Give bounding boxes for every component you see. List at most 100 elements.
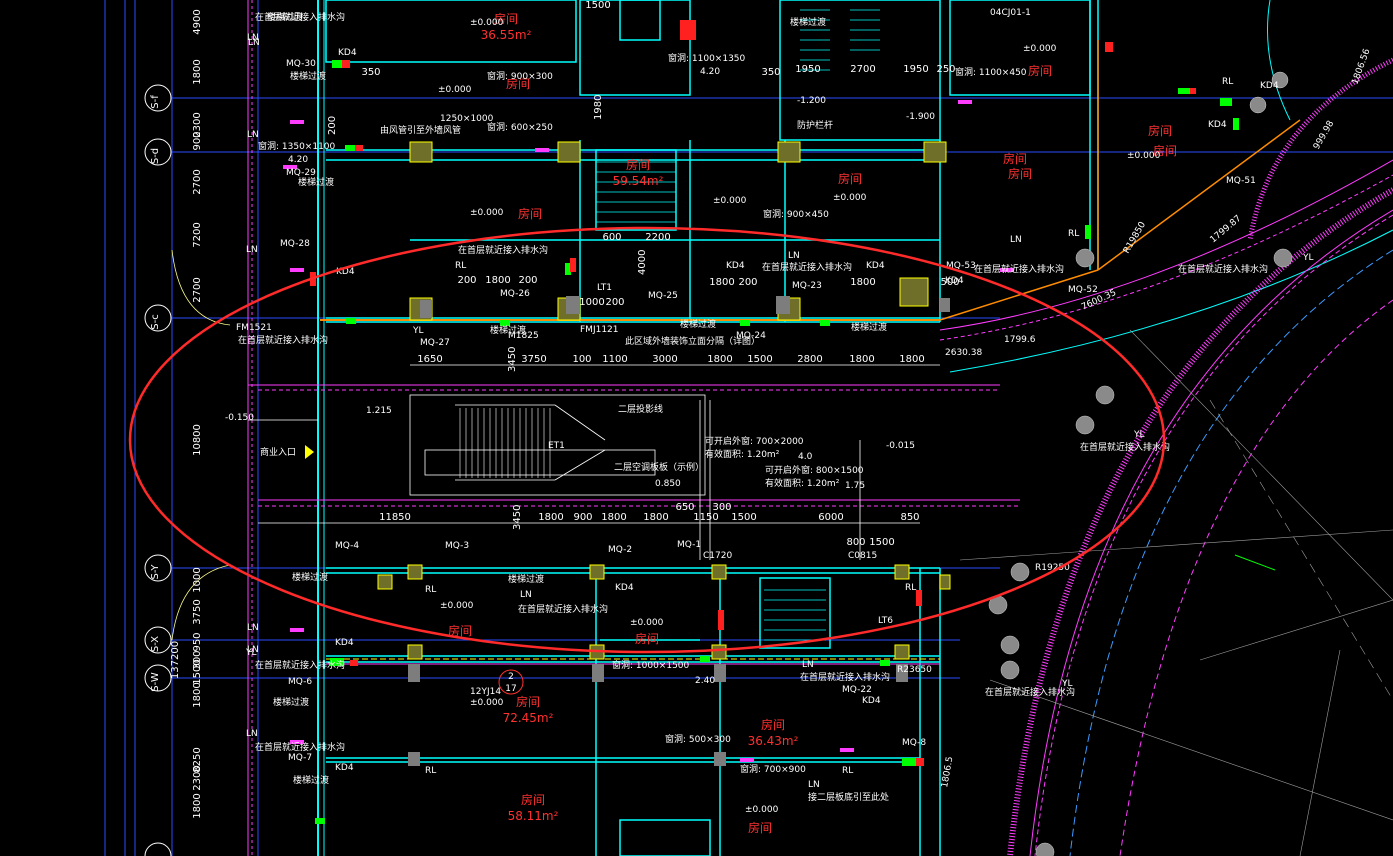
middle-dim: 11850 [379, 512, 411, 523]
note-escalator: ET1 [548, 441, 565, 451]
tag: YL [1061, 679, 1073, 689]
tag: LN [247, 130, 259, 140]
inner-dim: 1000 [579, 297, 604, 308]
note-transition: 楼梯过渡 [680, 318, 716, 330]
elevation: ±0.000 [470, 698, 504, 708]
room-area: 59.54m² [613, 174, 664, 188]
axis-bubbles [144, 84, 172, 856]
room-name: 房间 [521, 792, 545, 807]
note-level-2: 4.20 [288, 155, 308, 165]
inner-dim: 350 [761, 67, 780, 78]
tag: LN [247, 33, 259, 43]
note-transition: 楼梯过渡 [490, 324, 526, 336]
note-rain-pipe: 在首层就近接入排水沟 [985, 686, 1075, 698]
tag: LN [247, 645, 259, 655]
middle-dim: 850 [900, 512, 919, 523]
left-facade [247, 0, 1020, 856]
middle-dim: 1800 [538, 512, 563, 523]
tag: LN [247, 623, 259, 633]
vertical-dim: 2700 [192, 169, 203, 194]
vertical-dim: 3750 [192, 599, 203, 624]
note-note-mid: 此区域外墙装饰立面分隔（详图） [625, 335, 760, 347]
inner-dim: 1950 [903, 64, 928, 75]
room-name: 房间 [1003, 151, 1027, 166]
note-rain-pipe: 在首层就近接入排水沟 [255, 741, 345, 753]
note-rain-pipe: 在首层就近接入排水沟 [238, 334, 328, 346]
note-window-e: 窗洞: 1100×450 [955, 66, 1027, 78]
tag: KD4 [1260, 81, 1279, 91]
grid-labels: S-fS-dS-cS-YS-XS-W [150, 95, 161, 692]
inner-dim: 1800 [850, 277, 875, 288]
note-transition: 楼梯过渡 [851, 321, 887, 333]
note-hole-size: 1250×1000 [440, 114, 494, 124]
note-ref-code: 12YJ14 [470, 687, 501, 697]
grid-axis-label: S-Y [150, 564, 161, 580]
curtain-wall-tag: MQ-8 [902, 738, 926, 748]
tag: YL [1302, 253, 1314, 263]
elevation: ±0.000 [745, 805, 779, 815]
tag: LN [1010, 235, 1022, 245]
inner-dim: 250 [936, 64, 955, 75]
vertical-dim: 1500 [192, 659, 203, 684]
grid-axis-label: S-f [150, 95, 161, 109]
note-note-low: 接二层板底引至此处 [808, 791, 889, 803]
note-floor-level: 1.215 [366, 406, 392, 416]
grid-axis-label: S-d [150, 148, 161, 164]
grid-axis-label: S-X [150, 636, 161, 652]
magenta-ticks [283, 100, 1014, 762]
tag: KD4 [615, 583, 634, 593]
note-rain-pipe: 在首层就近接入排水沟 [762, 261, 852, 273]
escalator-hatch [459, 408, 551, 478]
elevation: -0.150 [225, 413, 254, 423]
curtain-wall-tag: MQ-4 [335, 541, 359, 551]
vertical-dim: 950 [192, 632, 203, 651]
inner-dim: 600 [602, 232, 621, 243]
elevation: -1.900 [906, 112, 935, 122]
upper-dim: 3000 [652, 354, 677, 365]
elevation: ±0.000 [470, 18, 504, 28]
markers-green [315, 60, 1239, 824]
upper-dim: 1500 [747, 354, 772, 365]
middle-dim: 1800 [601, 512, 626, 523]
tag: C1720 [703, 551, 732, 561]
curtain-wall-tag: MQ-23 [792, 281, 822, 291]
middle-dim: 1500 [731, 512, 756, 523]
room-name: 房间 [635, 631, 659, 646]
note-rain-pipe: 在首层就近接入排水沟 [1178, 263, 1268, 275]
room-name: 房间 [506, 76, 530, 91]
curtain-wall-tag: MQ-28 [280, 239, 310, 249]
curtain-wall-tag: MQ-24 [736, 331, 766, 341]
curtain-wall-tag: MQ-53 [946, 261, 976, 271]
note-rain-pipe: 在首层就近接入排水沟 [255, 659, 345, 671]
tag: RL [1222, 77, 1233, 87]
tag: LN [520, 590, 532, 600]
curtain-wall-tag: MQ-26 [500, 289, 530, 299]
inner-dim: 4000 [637, 250, 648, 275]
note-rain-pipe: 在首层就近接入排水沟 [974, 263, 1064, 275]
room-name: 房间 [748, 820, 772, 835]
tag: KD4 [336, 267, 355, 277]
tag: LT1 [597, 283, 612, 293]
elevation: ±0.000 [470, 208, 504, 218]
note-transition: 楼梯过渡 [292, 571, 328, 583]
upper-dim: 1800 [899, 354, 924, 365]
tag: FM1521 [236, 323, 272, 333]
note-window-g: 窗洞: 500×300 [665, 733, 731, 745]
vertical-dim: 1000 [192, 567, 203, 592]
elevation: -1.200 [797, 96, 826, 106]
note-window-f: 窗洞: 900×450 [763, 208, 829, 220]
middle-dim: 3450 [512, 505, 523, 530]
middle-dim: 900 [573, 512, 592, 523]
upper-dim: 1800 [849, 354, 874, 365]
inner-dim: 1950 [795, 64, 820, 75]
upper-dim: 100 [572, 354, 591, 365]
dimensions: 4900180023009002700720027001080010003750… [170, 0, 960, 819]
axis-arcs [171, 249, 231, 641]
note-transition: 楼梯过渡 [508, 573, 544, 585]
room-area: 36.43m² [748, 734, 799, 748]
middle-dim: 650 [675, 502, 694, 513]
note-stair-rail: 防护栏杆 [797, 119, 833, 131]
middle-dim: 1500 [869, 537, 894, 548]
tag: LN [246, 729, 258, 739]
